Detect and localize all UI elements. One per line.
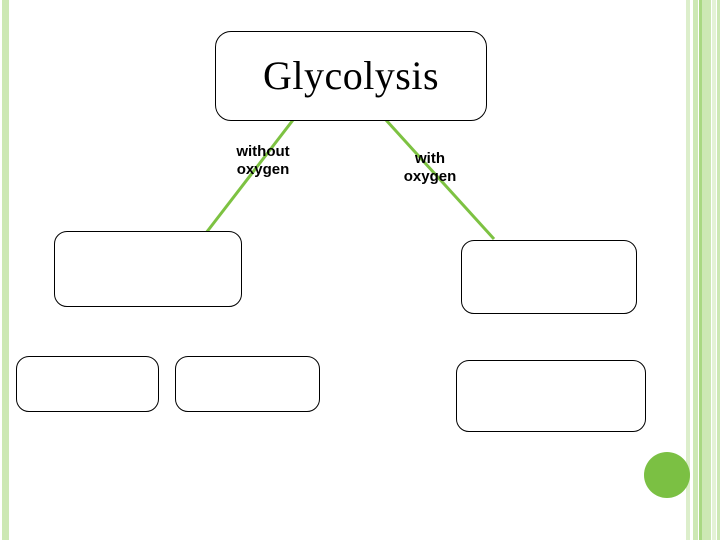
right-stripe-0 (686, 0, 690, 540)
right-stripe-2 (699, 0, 702, 540)
box-aerobic-product[interactable] (461, 240, 637, 314)
right-stripe-1 (693, 0, 698, 540)
right-stripe-5 (717, 0, 720, 540)
node-glycolysis[interactable]: Glycolysis (215, 31, 487, 121)
box-anaerobic-sub-1[interactable] (16, 356, 159, 412)
box-anaerobic-sub-2[interactable] (175, 356, 320, 412)
without-oxygen-label: without oxygen (236, 143, 290, 179)
box-anaerobic-product[interactable] (54, 231, 242, 307)
left-stripe-0 (2, 0, 9, 540)
with-oxygen-label: with oxygen (403, 150, 457, 186)
node-glycolysis-label: Glycolysis (262, 53, 440, 98)
box-aerobic-sub-1[interactable] (456, 360, 646, 432)
right-stripe-3 (702, 0, 711, 540)
right-stripe-4 (712, 0, 716, 540)
accent-circle (644, 452, 690, 498)
